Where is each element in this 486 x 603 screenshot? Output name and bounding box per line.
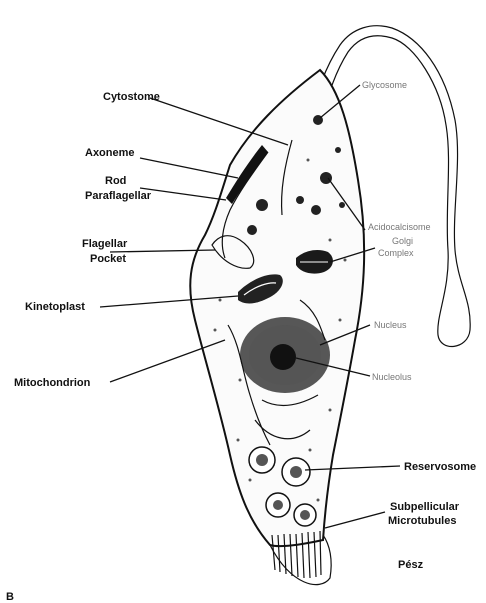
label-glycosome: Glycosome — [362, 80, 407, 90]
label-acidocalcisome: Acidocalcisome — [368, 222, 431, 232]
label-kinetoplast: Kinetoplast — [25, 301, 85, 313]
label-mitochondrion: Mitochondrion — [14, 377, 91, 389]
label-subpellicular: Subpellicular — [390, 501, 460, 513]
label-nucleolus: Nucleolus — [372, 372, 412, 382]
label-nucleus: Nucleus — [374, 320, 407, 330]
label-axoneme: Axoneme — [85, 147, 135, 159]
nucleus — [240, 317, 330, 393]
label-golgi: Golgi — [392, 236, 413, 246]
panel-letter: B — [6, 591, 14, 603]
label-flagellar: Flagellar — [82, 238, 128, 250]
label-cytostome: Cytostome — [103, 91, 160, 103]
artist-signature: Pész — [398, 559, 424, 571]
label-microtubules: Microtubules — [388, 515, 456, 527]
label-complex: Complex — [378, 248, 414, 258]
label-paraflagellar: Paraflagellar — [85, 190, 152, 202]
nucleolus — [270, 344, 296, 370]
label-rod: Rod — [105, 175, 126, 187]
label-pocket: Pocket — [90, 253, 126, 265]
label-reservosome: Reservosome — [404, 461, 476, 473]
